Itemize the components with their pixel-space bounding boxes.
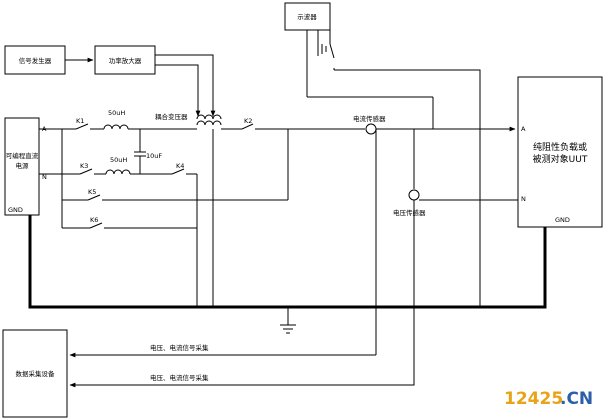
signal-generator-label: 信号发生器	[19, 56, 52, 65]
power-amplifier-box: 功率放大器	[94, 45, 156, 75]
switch-k4-label: K4	[176, 162, 184, 170]
oscilloscope-label: 示波器	[297, 12, 317, 21]
watermark-suffix: .CN	[560, 389, 593, 409]
load-terminal-gnd: GND	[555, 216, 570, 224]
switch-k6-label: K6	[90, 216, 98, 224]
switch-k5-label: K5	[88, 188, 96, 196]
main-line-n	[39, 129, 214, 307]
current-sensor-label: 电流传感器	[353, 114, 386, 123]
acq-label-lower: 电压、电流信号采集	[150, 373, 209, 382]
oscilloscope-wires	[306, 30, 481, 307]
inductor-bottom-label: 50uH	[110, 156, 127, 164]
switch-k1-label: K1	[76, 117, 84, 125]
load-box: 纯阻性负载或 被测对象UUT A N GND	[517, 76, 603, 228]
switch-k3-label: K3	[80, 162, 88, 170]
dc-source-terminal-gnd: GND	[8, 206, 23, 214]
inductor-top-label: 50uH	[108, 109, 125, 117]
power-amplifier-label: 功率放大器	[109, 56, 142, 65]
voltage-sensor-label: 电压传感器	[393, 208, 426, 217]
acquisition-lines: 电压、电流信号采集 电压、电流信号采集	[69, 307, 415, 388]
signal-path-wires	[65, 54, 216, 117]
dc-source-label-line1: 可编程直流	[6, 151, 39, 160]
k5-k6-lines	[61, 129, 289, 229]
coupling-transformer-label: 耦合变压器	[155, 112, 188, 121]
load-label-line2: 被测对象UUT	[533, 153, 588, 165]
data-acquisition-label: 数据采集设备	[16, 369, 56, 378]
acq-label-upper: 电压、电流信号采集	[150, 343, 209, 352]
dc-source-terminal-n: N	[42, 173, 47, 181]
data-acquisition-box: 数据采集设备	[2, 329, 68, 418]
load-terminal-a: A	[521, 125, 526, 133]
main-line-a	[39, 114, 516, 135]
watermark-logo: 12425 .CN	[504, 389, 593, 409]
voltage-sensor-wiring	[375, 129, 518, 355]
capacitor-branch	[134, 129, 146, 174]
load-terminal-n: N	[521, 195, 526, 203]
oscilloscope-box: 示波器	[284, 2, 331, 31]
dc-source-box: 可编程直流 电源 A N GND	[4, 117, 47, 216]
dc-source-label-line2: 电源	[16, 161, 30, 170]
load-label-line1: 纯阻性负载或	[533, 141, 587, 153]
ground-bus	[28, 215, 547, 334]
watermark-number: 12425	[504, 389, 563, 409]
signal-generator-box: 信号发生器	[4, 45, 66, 75]
switch-k2-label: K2	[244, 117, 252, 125]
capacitor-label: 10uF	[146, 152, 162, 160]
